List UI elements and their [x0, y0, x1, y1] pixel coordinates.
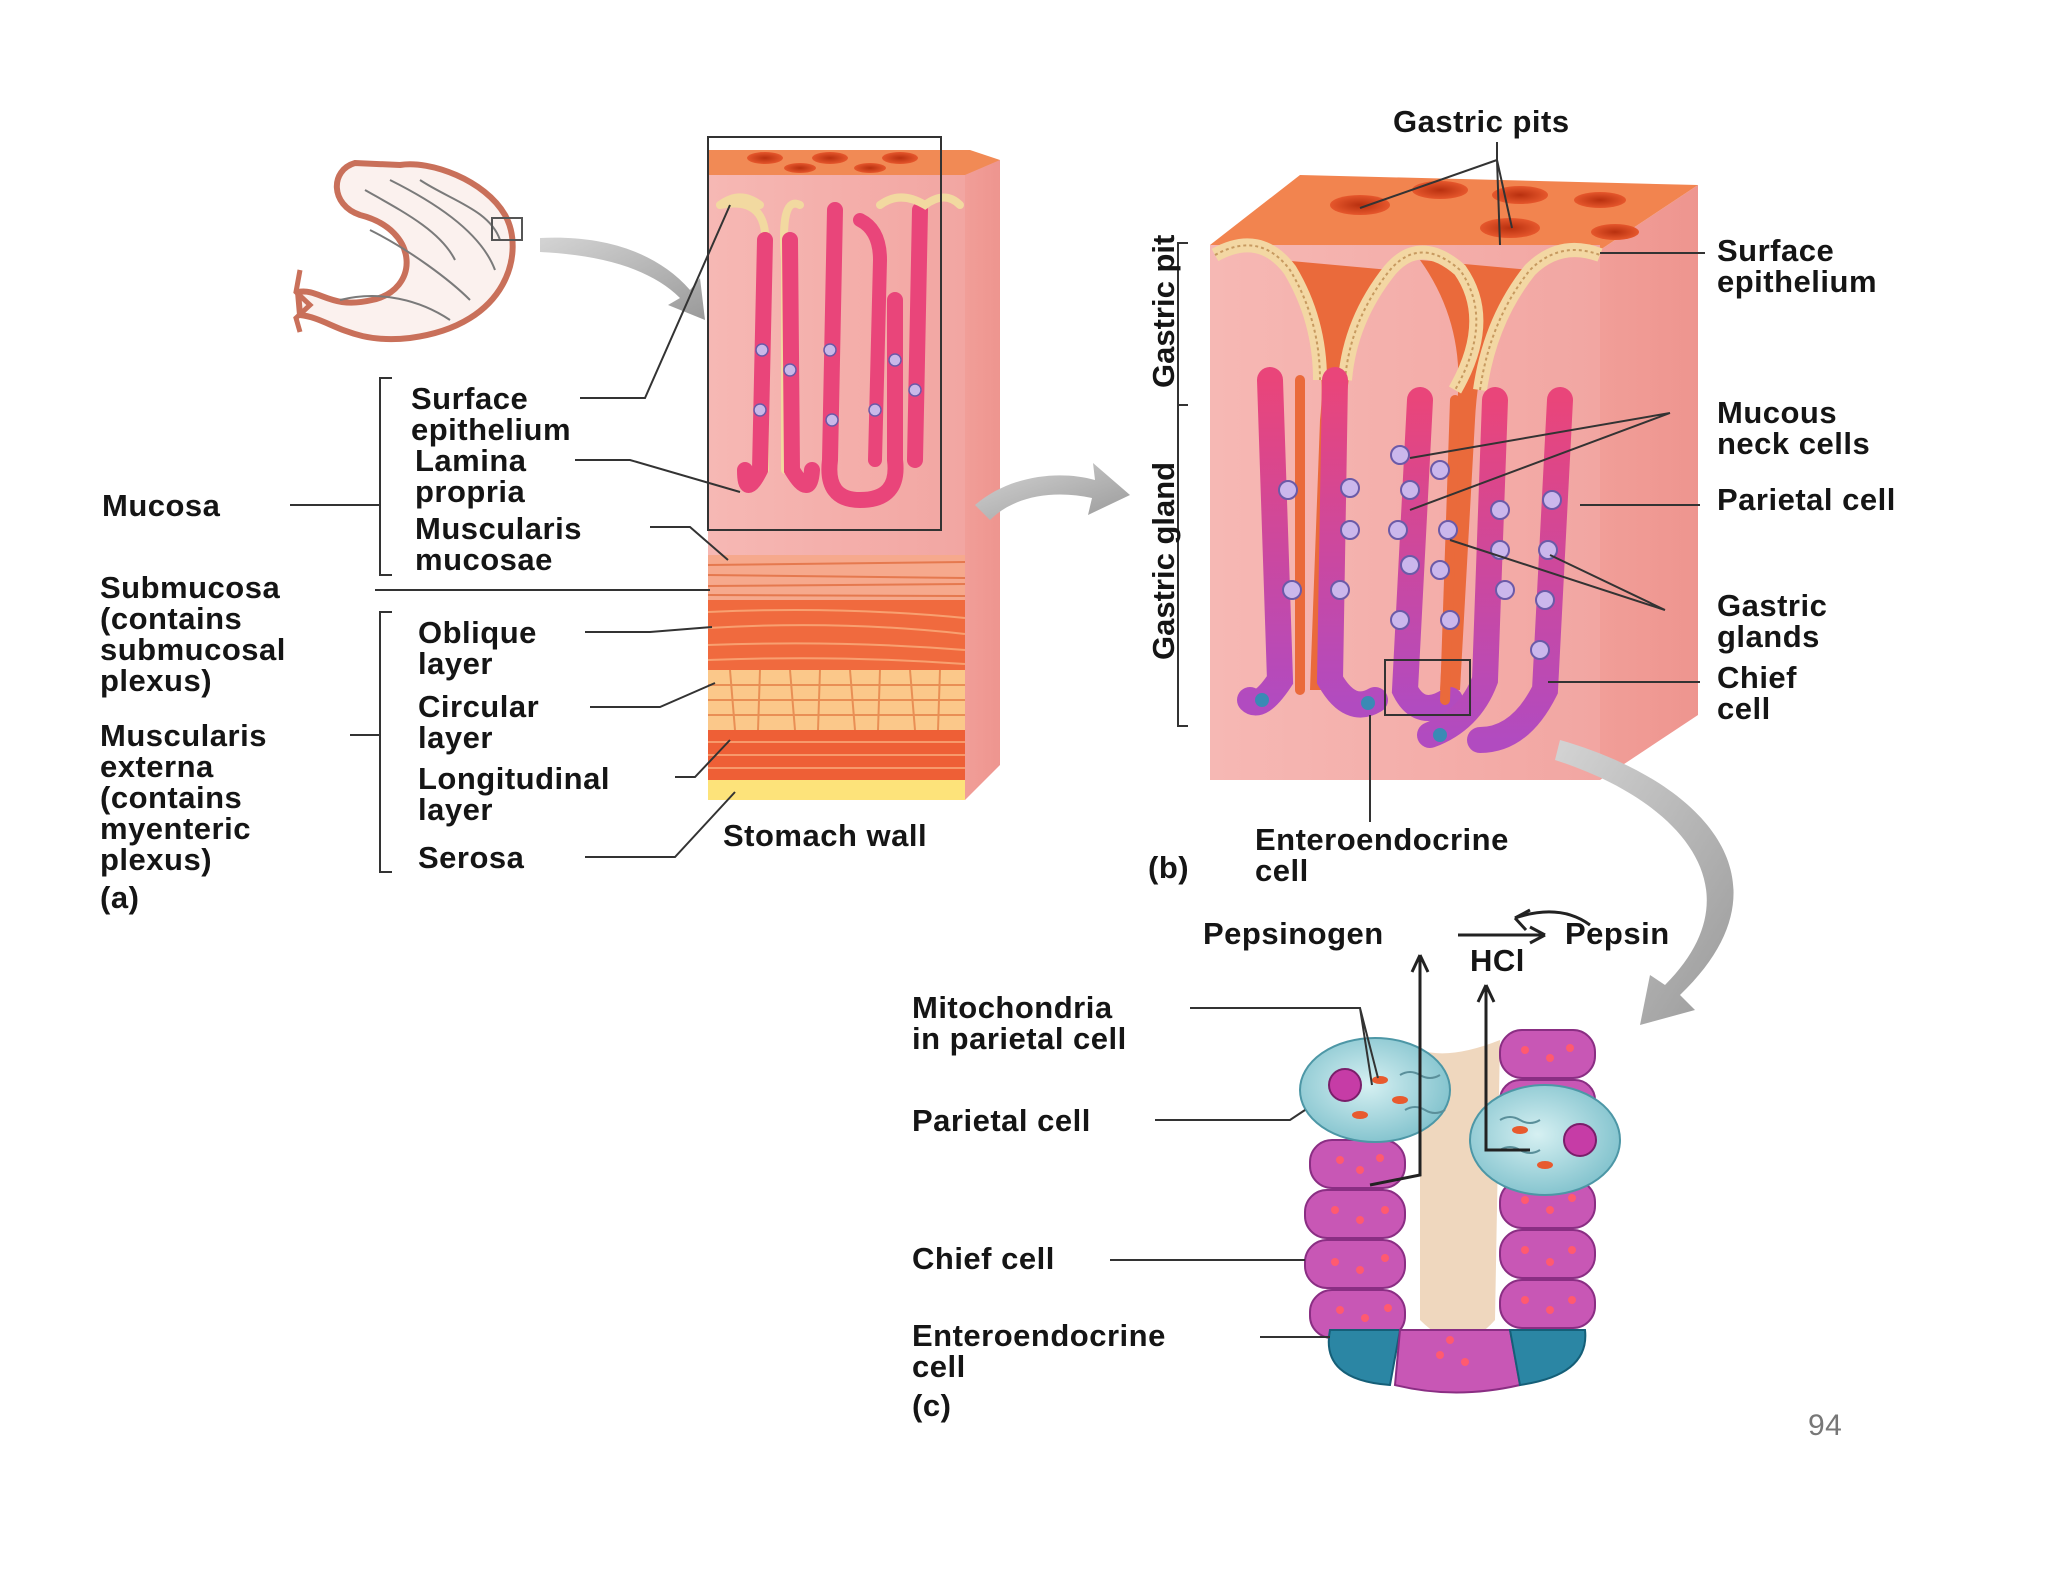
label-parietal-cell-b: Parietal cell	[1717, 482, 1896, 517]
panel-c-tag: (c)	[912, 1388, 952, 1423]
label-serosa: Serosa	[418, 840, 525, 875]
label-gastric-pits: Gastric pits	[1393, 104, 1570, 139]
panel-c-leaders	[1110, 1007, 1379, 1338]
label-parietal-cell-c: Parietal cell	[912, 1103, 1091, 1138]
label-gastric-gland-vertical: Gastric gland	[1146, 461, 1181, 660]
panel-b-tag: (b)	[1148, 850, 1190, 885]
arrow-to-panel-c	[1555, 740, 1734, 1025]
gastric-gland-block	[1210, 175, 1698, 780]
stomach-wall-block	[707, 136, 1000, 800]
arrow-to-block-b	[975, 463, 1130, 520]
label-pepsinogen: Pepsinogen	[1203, 916, 1384, 951]
label-gastric-pit-vertical: Gastric pit	[1146, 234, 1181, 388]
panel-a-leaders	[290, 204, 741, 873]
label-chief-cell-c: Chief cell	[912, 1241, 1055, 1276]
page-number: 94	[1808, 1409, 1843, 1442]
panel-b-leaders	[1177, 142, 1705, 822]
label-muscularis-externa: Muscularis externa (contains myenteric p…	[100, 718, 267, 877]
panel-c-arrows	[1369, 908, 1591, 1187]
label-mucosa: Mucosa	[102, 488, 221, 523]
panel-a-tag: (a)	[100, 880, 140, 915]
label-hcl: HCl	[1470, 943, 1525, 978]
label-stomach-wall: Stomach wall	[723, 818, 928, 853]
label-pepsin: Pepsin	[1565, 916, 1670, 951]
gland-closeup	[1299, 1029, 1621, 1394]
label-submucosa: Submucosa (contains submucosal plexus)	[100, 570, 286, 698]
stomach-thumbnail	[293, 159, 523, 343]
arrow-to-block-a	[540, 237, 705, 320]
